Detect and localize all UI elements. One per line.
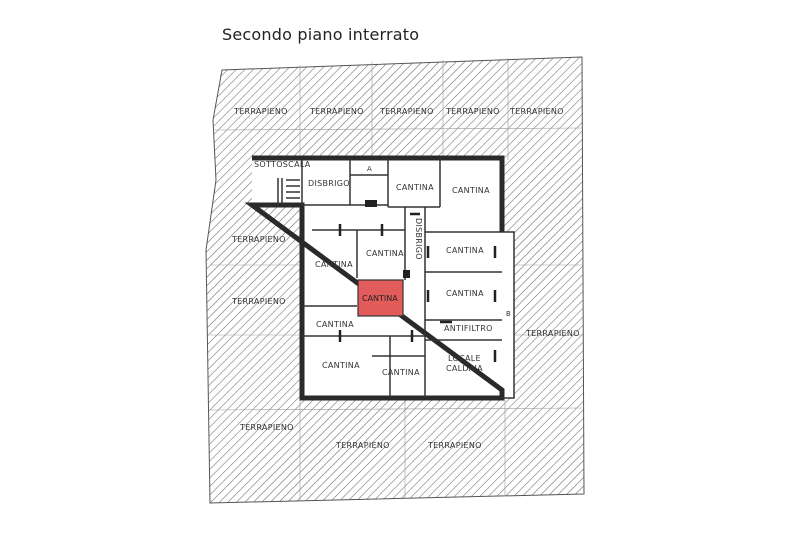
label-terrapieno: TERRAPIENO	[427, 441, 482, 450]
right-wall	[502, 231, 515, 399]
label-terrapieno: TERRAPIENO	[309, 107, 364, 116]
label-cantina: CANTINA	[446, 246, 484, 255]
label-caldaia: CALDAIA	[446, 364, 483, 373]
label-cantina: CANTINA	[366, 249, 404, 258]
label-cantina: CANTINA	[315, 260, 353, 269]
label-cantina: CANTINA	[382, 368, 420, 377]
label-terrapieno: TERRAPIENO	[239, 423, 294, 432]
label-cantina: CANTINA	[322, 361, 360, 370]
label-cantina: CANTINA	[446, 289, 484, 298]
door-marks	[338, 212, 497, 362]
label-locale: LOCALE	[448, 354, 481, 363]
wall-pillar	[403, 270, 410, 278]
label-disbrigo: DISBRIGO	[308, 179, 350, 188]
label-disbrigo: DISBRIGO	[414, 218, 423, 260]
label-a: A	[367, 165, 372, 173]
wall-pillar	[365, 200, 377, 207]
plan-title: Secondo piano interrato	[222, 25, 420, 44]
label-terrapieno: TERRAPIENO	[379, 107, 434, 116]
building-interior	[252, 158, 514, 398]
label-terrapieno: TERRAPIENO	[231, 297, 286, 306]
label-cantina: CANTINA	[396, 183, 434, 192]
label-terrapieno: TERRAPIENO	[445, 107, 500, 116]
label-antifiltro: ANTIFILTRO	[444, 324, 493, 333]
label-terrapieno: TERRAPIENO	[231, 235, 286, 244]
highlighted-cantina[interactable]	[357, 279, 404, 317]
label-sottoscala: SOTTOSCALA	[254, 160, 311, 169]
label-cantina: CANTINA	[316, 320, 354, 329]
label-b: B	[506, 310, 511, 318]
label-terrapieno: TERRAPIENO	[335, 441, 390, 450]
label-cantina-highlighted: CANTINA	[362, 294, 398, 303]
label-cantina: CANTINA	[452, 186, 490, 195]
label-terrapieno: TERRAPIENO	[525, 329, 580, 338]
label-terrapieno: TERRAPIENO	[233, 107, 288, 116]
label-terrapieno: TERRAPIENO	[509, 107, 564, 116]
outer-wall	[244, 155, 505, 401]
